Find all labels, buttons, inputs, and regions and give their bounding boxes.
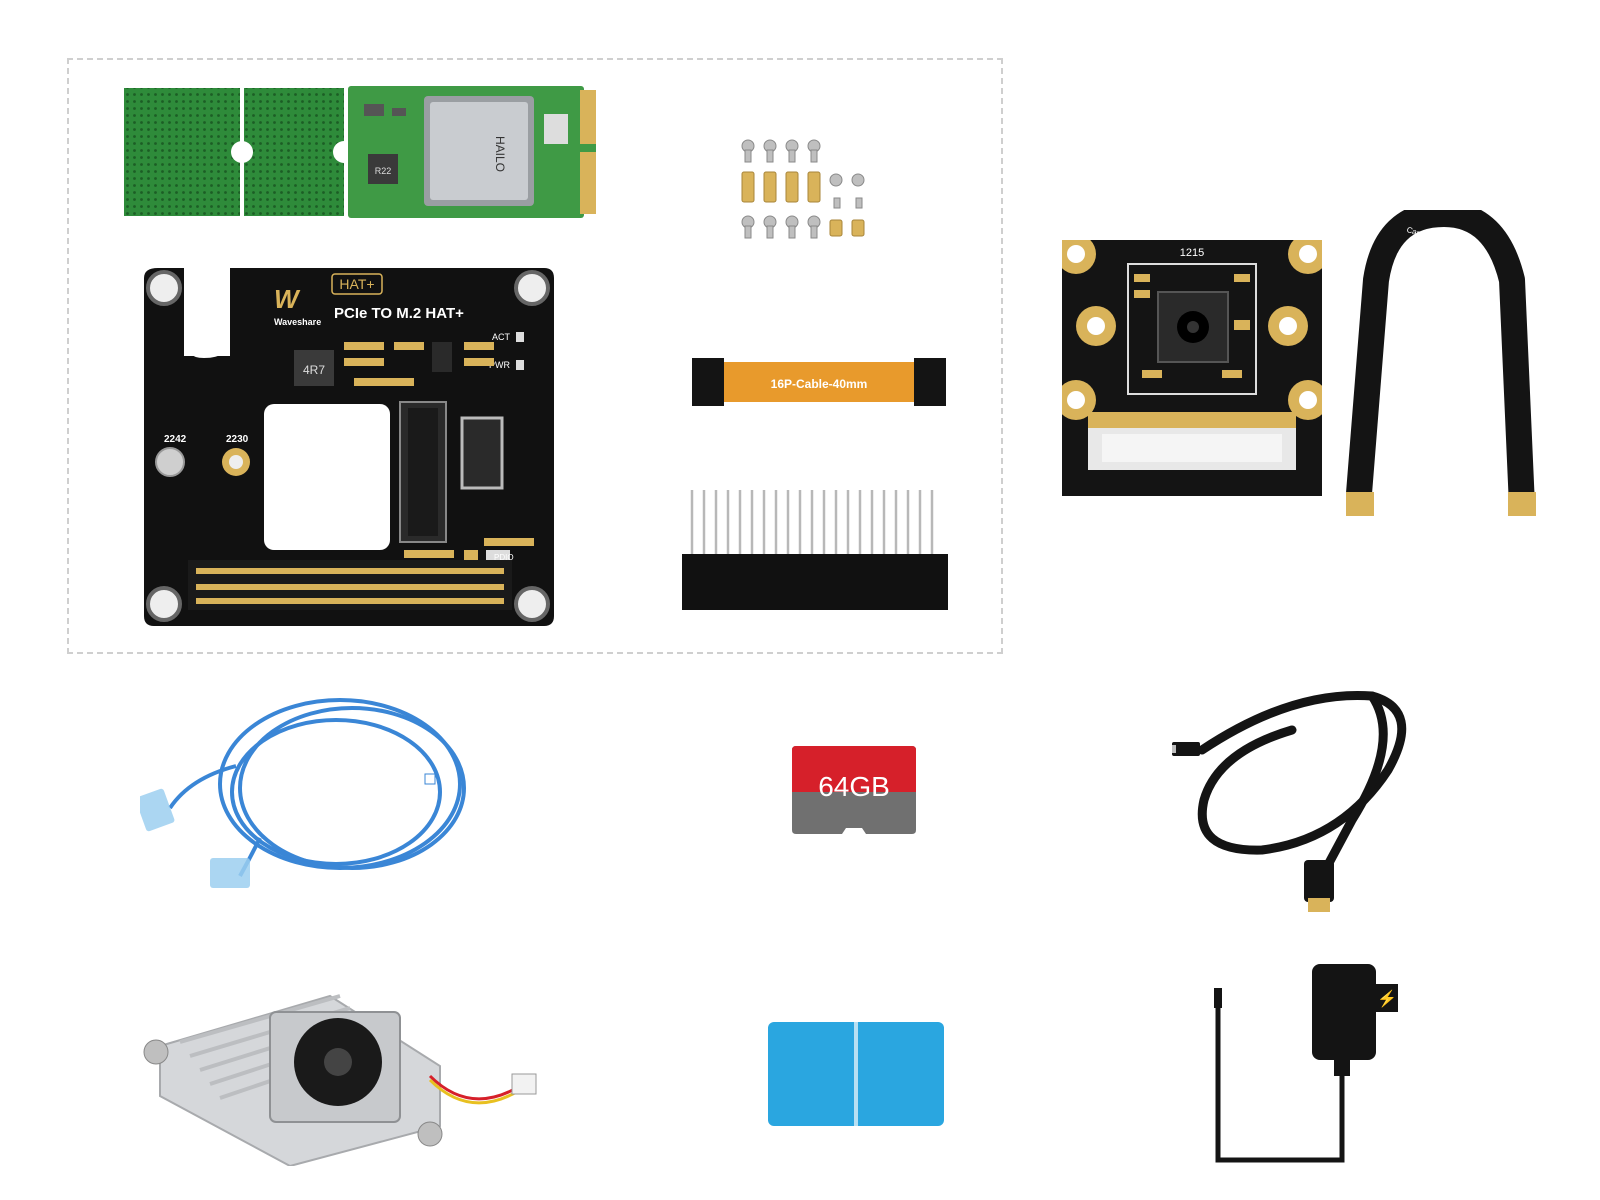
ethernet-cable: [140, 688, 470, 910]
hat-inductor-code: 4R7: [303, 363, 325, 377]
hat-title: PCIe TO M.2 HAT+: [334, 305, 464, 322]
hat-badge: HAT+: [339, 276, 374, 292]
hat-brand: Waveshare: [274, 317, 321, 327]
lightning-icon: ⚡: [1377, 989, 1397, 1008]
led-act-label: ACT: [492, 332, 511, 342]
hat-button-label: PDIO: [494, 553, 514, 562]
gpio-stacking-header: [682, 490, 948, 610]
pcie-m2-hat-board: W Waveshare HAT+ PCIe TO M.2 HAT+ ACT PW…: [144, 268, 554, 626]
micro-hdmi-cable: [1172, 680, 1422, 920]
kit-outline: [67, 58, 1003, 654]
ffc-cable-16p: 16P-Cable-40mm: [692, 358, 946, 406]
camera-board-code: 1215: [1180, 247, 1204, 259]
active-cooler: [140, 976, 540, 1166]
m2-ai-module: HAILO R22: [124, 84, 604, 220]
screws-standoffs-set: [738, 138, 888, 250]
led-pwr-label: PWR: [489, 360, 510, 370]
size-2242-label: 2242: [164, 434, 187, 445]
inductor-code: R22: [375, 166, 392, 176]
chip-brand: HAILO: [493, 136, 507, 172]
sd-capacity: 64GB: [818, 771, 890, 802]
svg-text:W: W: [274, 284, 301, 314]
size-2230-label: 2230: [226, 434, 249, 445]
ffc-cable-label: 16P-Cable-40mm: [771, 377, 868, 391]
usb-card-reader: [768, 1022, 944, 1126]
camera-ribbon-cable: Camera-cable-200mm: [1346, 210, 1546, 516]
power-adapter: ⚡: [1210, 964, 1410, 1168]
microsd-card: 64GB: [792, 746, 916, 834]
camera-module: 1215: [1062, 240, 1322, 496]
